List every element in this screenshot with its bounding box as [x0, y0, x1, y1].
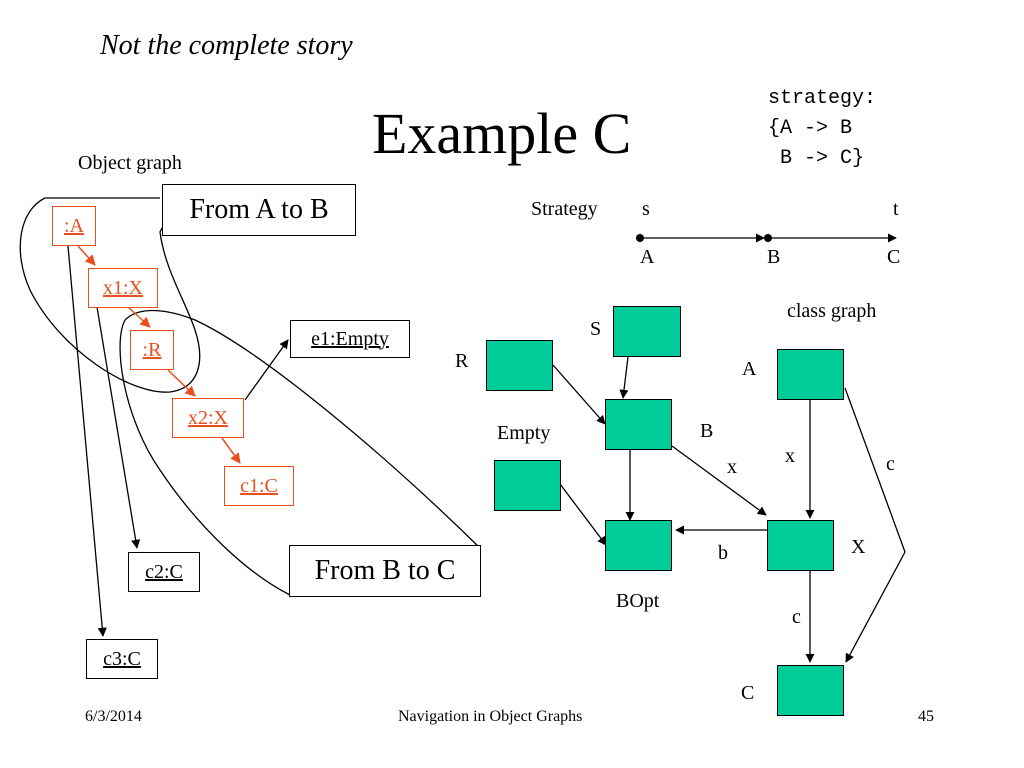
strategy-code: strategy: {A -> B B -> C} [768, 87, 877, 170]
class-box-s [613, 306, 681, 357]
edge-x1-to-c2 [96, 306, 141, 549]
object-node-x1: x1:X [88, 268, 158, 308]
class-edge-b-to-x [671, 445, 767, 516]
region-loop-a-to-b [19, 197, 201, 393]
strategy-node-a: A [640, 246, 655, 268]
callout-from-b-to-c-label: From B to C [314, 555, 456, 586]
class-label-bopt: BOpt [616, 590, 660, 612]
class-label-empty: Empty [497, 422, 551, 444]
object-node-x2-label: x2:X [188, 406, 228, 429]
slide-title: Example C [372, 101, 632, 166]
class-box-empty [494, 460, 561, 511]
object-node-c1-label: c1:C [240, 474, 278, 497]
strategy-node-c: C [887, 246, 901, 268]
edge-r-to-x2 [167, 369, 196, 397]
class-edge-empty-to-bopt [559, 483, 607, 546]
edge-label-a-to-c: c [886, 453, 895, 475]
callout-from-a-to-b-label: From A to B [189, 194, 329, 225]
object-node-c3: c3:C [86, 639, 158, 679]
class-box-a [777, 349, 844, 400]
object-node-r-label: :R [142, 338, 162, 361]
callout-from-b-to-c: From B to C [289, 545, 481, 597]
object-node-a: :A [52, 206, 96, 246]
strategy-label: Strategy [531, 198, 598, 220]
strategy-dot-b [764, 234, 772, 242]
class-box-x [767, 520, 834, 571]
class-box-b [605, 399, 672, 450]
class-box-r [486, 340, 553, 391]
object-node-e1-label: e1:Empty [311, 327, 389, 350]
class-label-x: X [851, 536, 866, 558]
strategy-dot-a [636, 234, 644, 242]
strategy-target-marker: t [893, 198, 899, 220]
class-box-c [777, 665, 844, 716]
class-edge-s-to-b [619, 356, 629, 399]
object-node-a-label: :A [64, 214, 84, 237]
slide-subtitle: Not the complete story [100, 30, 353, 61]
class-label-c: C [741, 682, 755, 704]
class-label-a: A [742, 358, 757, 380]
region-loop-b-to-c [119, 309, 481, 596]
edge-a-to-c3 [67, 245, 107, 637]
class-label-s: S [590, 318, 602, 340]
edge-label-a-to-x: x [785, 445, 795, 467]
edge-label-x-to-bopt: b [718, 542, 728, 564]
edge-a-to-x1 [77, 245, 96, 266]
edge-x2-to-e1 [244, 339, 289, 401]
class-box-bopt [605, 520, 672, 571]
object-node-c2-label: c2:C [145, 560, 183, 583]
edge-x1-to-r [127, 306, 151, 328]
object-node-x2: x2:X [172, 398, 244, 438]
strategy-source-marker: s [642, 198, 650, 220]
callout-from-a-to-b: From A to B [162, 184, 356, 236]
footer-page-number: 45 [918, 708, 934, 725]
edge-x2-to-c1 [221, 437, 241, 464]
class-edge-r-to-b [552, 364, 606, 425]
class-label-r: R [455, 350, 469, 372]
object-node-c3-label: c3:C [103, 647, 141, 670]
object-node-c1: c1:C [224, 466, 294, 506]
class-graph-heading: class graph [787, 300, 877, 322]
object-node-r: :R [130, 330, 174, 370]
strategy-node-b: B [767, 246, 781, 268]
object-node-e1: e1:Empty [290, 320, 410, 358]
object-node-x1-label: x1:X [103, 276, 143, 299]
edge-label-b-to-x: x [727, 456, 737, 478]
edge-label-x-to-c: c [792, 606, 801, 628]
footer-title: Navigation in Object Graphs [398, 708, 583, 725]
class-edge-a-to-c [844, 387, 906, 663]
object-node-c2: c2:C [128, 552, 200, 592]
object-graph-heading: Object graph [78, 152, 182, 174]
footer-date: 6/3/2014 [85, 708, 142, 725]
class-label-b: B [700, 420, 714, 442]
